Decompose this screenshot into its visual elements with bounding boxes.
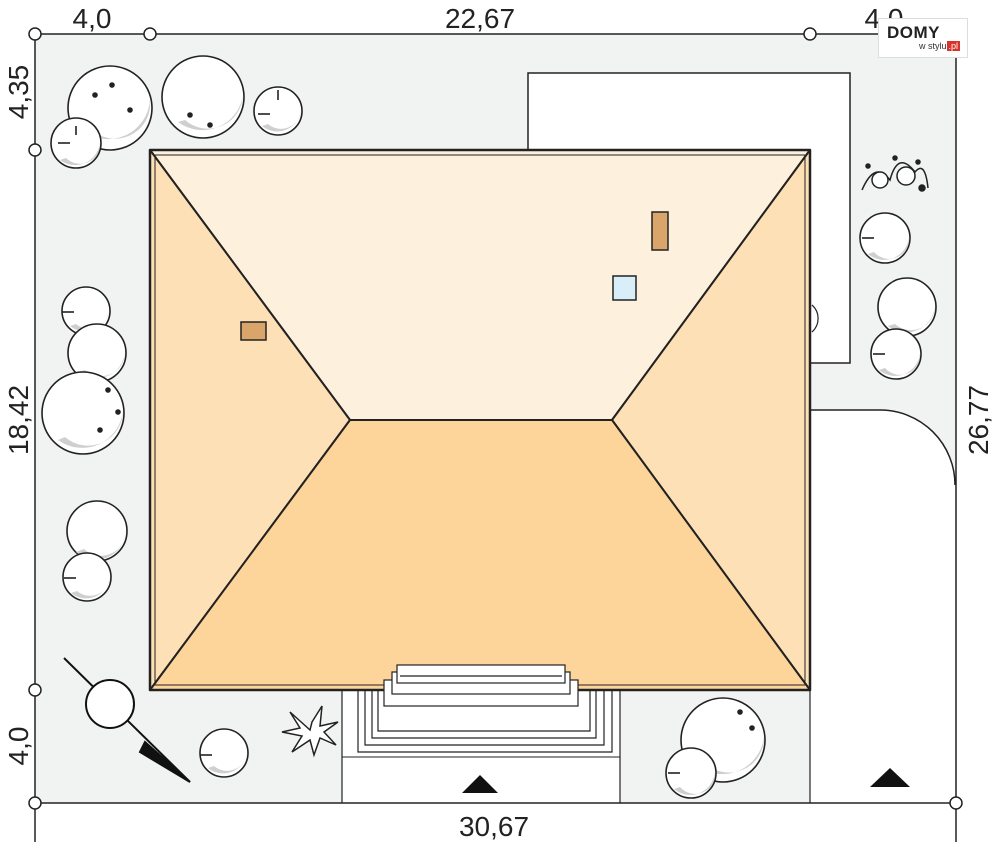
- dim-node: [28, 683, 42, 697]
- dim-left-bottom: 4,0: [3, 727, 34, 766]
- trees: [41, 55, 937, 799]
- logo-suffix: .pl: [946, 41, 961, 51]
- chimney-left: [240, 321, 267, 341]
- door-arc: [811, 304, 819, 333]
- tree-icon: [50, 117, 102, 169]
- tree-icon: [199, 728, 249, 778]
- tree-icon: [41, 371, 125, 455]
- logo-sub-text: w stylu.pl: [919, 41, 961, 51]
- dim-node: [28, 27, 42, 41]
- logo-sub: w stylu: [919, 41, 947, 51]
- brand-logo: DOMY w stylu.pl: [878, 18, 968, 58]
- house-roof: [148, 148, 812, 692]
- driveway: [810, 410, 955, 803]
- tree-icon: [253, 86, 303, 136]
- dim-bottom: 30,67: [459, 811, 529, 842]
- dim-left-middle: 18,42: [3, 385, 34, 455]
- shrub-icon: [861, 155, 929, 192]
- dim-node: [803, 27, 817, 41]
- dim-top-left: 4,0: [73, 3, 112, 34]
- dimension-lines: [28, 27, 963, 842]
- stair-landing-1: [396, 664, 566, 684]
- dim-right-side: 26,77: [963, 385, 994, 455]
- palm-icon: [281, 705, 339, 758]
- driveway-edge: [810, 409, 956, 486]
- entrance-arrow-icon: [870, 768, 910, 787]
- entrance-arrow-icon: [462, 775, 498, 793]
- dim-node: [143, 27, 157, 41]
- tree-icon: [161, 55, 245, 139]
- dim-node: [28, 143, 42, 157]
- tree-icon: [665, 747, 717, 799]
- dim-node: [949, 796, 963, 810]
- stair-step-3: [364, 690, 605, 746]
- tree-icon: [859, 212, 911, 264]
- tree-icon: [66, 500, 128, 562]
- stair-step-4: [357, 690, 613, 753]
- dim-node: [28, 796, 42, 810]
- tree-icon: [877, 277, 937, 337]
- north-arrow-icon: [63, 657, 191, 783]
- skylight: [612, 275, 637, 301]
- tree-icon: [870, 328, 922, 380]
- stair-step-1: [377, 690, 591, 732]
- entrance-stairs: [357, 664, 613, 753]
- logo-main-text: DOMY: [887, 23, 940, 42]
- tree-icon: [62, 552, 112, 602]
- dim-left-top: 4,35: [3, 65, 34, 120]
- stair-step-2: [371, 690, 597, 739]
- dim-top-center: 22,67: [445, 3, 515, 34]
- chimney-right: [651, 211, 669, 251]
